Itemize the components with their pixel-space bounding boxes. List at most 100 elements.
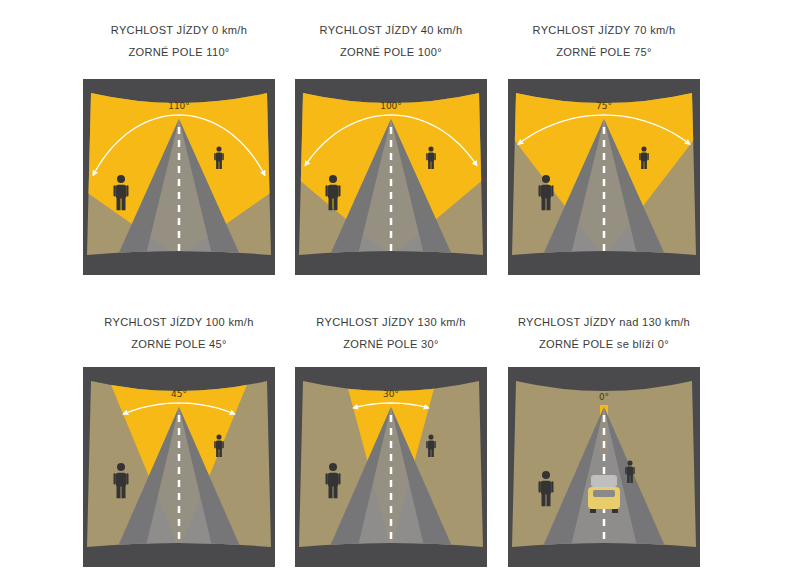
pedestrian-arm (434, 153, 435, 160)
panel-ground (83, 367, 275, 567)
pedestrian-head (329, 463, 337, 471)
road-side (321, 119, 391, 275)
speed-panel: RYCHLOST JÍZDY 40 km/hZORNÉ POLE 100° 100… (285, 22, 497, 275)
pedestrian-head (216, 146, 221, 151)
speed-heading: RYCHLOST JÍZDY 0 km/h (73, 22, 285, 38)
pedestrian-leg (219, 449, 222, 457)
center-line (390, 415, 393, 567)
pedestrian-leg (219, 161, 222, 169)
angle-label: 45° (83, 389, 275, 400)
pedestrian-arm (625, 467, 626, 474)
pedestrian-torso (428, 441, 435, 450)
field-heading: ZORNÉ POLE 110° (73, 44, 285, 60)
pedestrian-head (627, 460, 632, 465)
pedestrian-arm (539, 481, 541, 492)
pedestrian-leg (431, 161, 434, 169)
speed-panel: RYCHLOST JÍZDY 0 km/hZORNÉ POLE 110° 110° (73, 22, 285, 275)
speed-panel: RYCHLOST JÍZDY nad 130 km/hZORNÉ POLE se… (498, 314, 710, 567)
pedestrian-head (329, 175, 337, 183)
speed-heading: RYCHLOST JÍZDY 70 km/h (498, 22, 710, 38)
pedestrian-leg (117, 486, 121, 499)
view-scene (83, 367, 275, 567)
pedestrian-torso (116, 473, 127, 487)
pedestrian-torso (116, 185, 127, 199)
pedestrian-head (117, 175, 125, 183)
pedestrian-head (542, 175, 550, 183)
angle-label: 75° (508, 101, 700, 112)
angle-arc (353, 403, 429, 408)
pedestrian-figure (539, 471, 554, 506)
pedestrian-leg (216, 449, 219, 457)
pedestrian-torso (216, 153, 223, 162)
speed-heading: RYCHLOST JÍZDY 130 km/h (285, 314, 497, 330)
view-scene (295, 79, 487, 275)
pedestrian-leg (329, 198, 333, 211)
pedestrian-arm (114, 473, 116, 484)
road-side (604, 119, 674, 275)
speed-panel: RYCHLOST JÍZDY 130 km/hZORNÉ POLE 30° 30° (285, 314, 497, 567)
pedestrian-head (542, 471, 550, 479)
speed-heading: RYCHLOST JÍZDY 100 km/h (73, 314, 285, 330)
road-side (179, 407, 249, 567)
speed-panel: RYCHLOST JÍZDY 100 km/hZORNÉ POLE 45°45° (73, 314, 285, 567)
road (109, 407, 249, 567)
pedestrian-arm (639, 153, 640, 160)
pedestrian-leg (431, 449, 434, 457)
pedestrian-arm (326, 473, 328, 484)
pedestrian-arm (214, 441, 215, 448)
pedestrian-leg (334, 198, 338, 211)
speed-heading: RYCHLOST JÍZDY 40 km/h (285, 22, 497, 38)
pedestrian-leg (117, 198, 121, 211)
pedestrian-arm (551, 185, 553, 196)
angle-label: 30° (295, 389, 487, 400)
pedestrian-leg (627, 475, 630, 483)
pedestrian-leg (122, 486, 126, 499)
panel-ground (295, 367, 487, 567)
pedestrian-arm (222, 441, 223, 448)
road-side (109, 407, 179, 567)
pedestrian-arm (539, 185, 541, 196)
speed-panel: RYCHLOST JÍZDY 70 km/hZORNÉ POLE 75°75° (498, 22, 710, 275)
road (321, 407, 461, 567)
view-scene (534, 405, 674, 567)
pedestrian-leg (630, 475, 633, 483)
pedestrian-figure (326, 175, 341, 210)
view-scene (508, 79, 700, 275)
field-heading: ZORNÉ POLE 100° (285, 44, 497, 60)
angle-label: 110° (83, 101, 275, 112)
pedestrian-leg (542, 494, 546, 507)
pedestrian-leg (334, 486, 338, 499)
pedestrian-torso (328, 473, 339, 487)
pedestrian-arm (338, 473, 340, 484)
center-line (178, 415, 181, 567)
center-line (178, 127, 181, 275)
angle-label: 0° (508, 392, 700, 403)
pedestrian-figure (539, 175, 554, 210)
pedestrian-torso (627, 467, 634, 476)
pedestrian-torso (216, 441, 223, 450)
center-line (390, 127, 393, 275)
field-heading: ZORNÉ POLE se blíží 0° (498, 336, 710, 352)
pedestrian-figure (426, 434, 436, 457)
pedestrian-arm (114, 185, 116, 196)
pedestrian-head (641, 146, 646, 151)
pedestrian-arm (426, 441, 427, 448)
pedestrian-leg (122, 198, 126, 211)
pedestrian-leg (542, 198, 546, 211)
pedestrian-leg (547, 198, 551, 211)
field-heading: ZORNÉ POLE 30° (285, 336, 497, 352)
road (534, 119, 674, 275)
pedestrian-arm (126, 185, 128, 196)
angle-arc (305, 115, 477, 166)
pedestrian-arm (222, 153, 223, 160)
pedestrian-leg (428, 161, 431, 169)
angle-arc (93, 115, 265, 176)
view-scene (83, 79, 275, 275)
pedestrian-figure (639, 146, 649, 169)
road (109, 119, 249, 275)
panel-ground (508, 367, 700, 567)
pedestrian-figure (114, 175, 129, 210)
pedestrian-torso (541, 185, 552, 199)
pedestrian-leg (547, 494, 551, 507)
angle-label: 100° (295, 101, 487, 112)
